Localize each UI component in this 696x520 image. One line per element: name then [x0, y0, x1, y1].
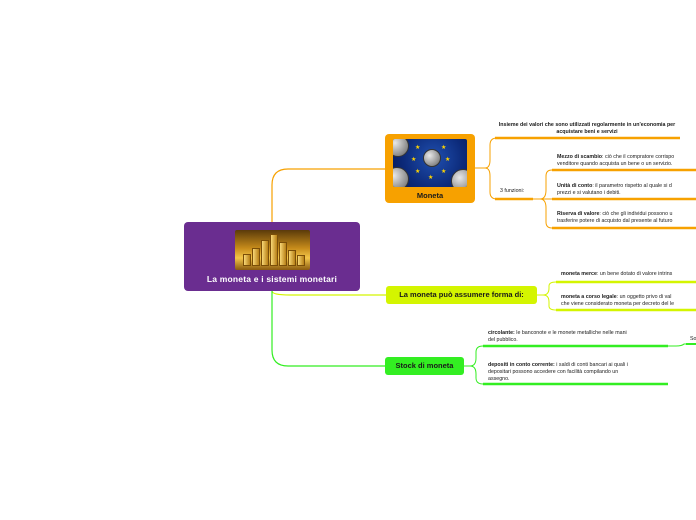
link-moneta-functions [484, 167, 498, 200]
link-root-stock [271, 291, 385, 367]
link-root-forma [271, 290, 386, 296]
stock-item-1-line2: del pubblico. [488, 337, 518, 343]
stock-circolante[interactable]: circolante: le banconote e le monete met… [488, 330, 668, 344]
forma-moneta-corso-legale[interactable]: moneta a corso legale: un oggetto privo … [561, 294, 696, 308]
function-3-line2: trasferire potere di acquisto dal presen… [557, 218, 673, 224]
forma-item-1-line1: : un bene dotato di valore intrins [596, 271, 673, 277]
stock-item-1-line1: le banconote e le monete metalliche nell… [514, 330, 627, 336]
link-root-moneta [271, 168, 385, 222]
stock-overflow-node[interactable]: So [690, 336, 696, 343]
topic-stock-label: Stock di moneta [395, 361, 454, 370]
stock-item-2-line2: depositari possono accedere con facilità… [488, 369, 619, 375]
function-1-line1: : ciò che il compratore corrispo [602, 154, 675, 160]
gold-coins-image [235, 230, 310, 270]
link-function-1 [533, 169, 553, 200]
stock-item-2-line3: assegno. [488, 376, 510, 382]
moneta-definition-text: Insieme dei valori che sono utilizzati r… [498, 122, 676, 135]
forma-item-2-term: moneta a corso legale [561, 294, 617, 300]
function-3-term: Riserva di valore [557, 211, 600, 217]
function-riserva-di-valore[interactable]: Riserva di valore: ciò che gli individui… [557, 211, 696, 225]
topic-stock[interactable]: Stock di moneta [385, 357, 464, 375]
stock-item-1-term: circolante: [488, 330, 515, 336]
function-unita-di-conto[interactable]: Unità di conto: il parametro rispetto al… [557, 183, 696, 197]
euro-flag-coin-image: ★ ★ ★ ★ ★ ★ ★ [393, 139, 467, 187]
functions-label-text: 3 funzioni: [500, 188, 525, 194]
link-function-3 [539, 198, 553, 229]
link-moneta-definition [475, 137, 498, 169]
link-stock-item-1 [464, 345, 484, 367]
root-title: La moneta e i sistemi monetari [206, 274, 338, 284]
stock-item-2-term: depositi in conto corrente: [488, 362, 555, 368]
forma-item-2-line1: : un oggetto privo di val [616, 294, 672, 300]
function-1-term: Mezzo di scambio [557, 154, 603, 160]
topic-forma[interactable]: La moneta può assumere forma di: [386, 286, 537, 304]
function-3-line1: : ciò che gli individui possono u [599, 211, 673, 217]
root-topic[interactable]: La moneta e i sistemi monetari [184, 222, 360, 291]
topic-forma-label: La moneta può assumere forma di: [399, 290, 524, 299]
function-2-line1: : il parametro rispetto al quale si d [592, 183, 672, 189]
topic-moneta-label: Moneta [416, 191, 444, 200]
link-stock-overflow [668, 343, 688, 347]
forma-moneta-merce[interactable]: moneta merce: un bene dotato di valore i… [561, 271, 696, 278]
stock-overflow-text: So [690, 336, 696, 342]
function-2-term: Unità di conto [557, 183, 593, 189]
moneta-functions-label[interactable]: 3 funzioni: [500, 188, 524, 195]
moneta-definition[interactable]: Insieme dei valori che sono utilizzati r… [497, 122, 677, 136]
topic-moneta[interactable]: ★ ★ ★ ★ ★ ★ ★ Moneta [385, 134, 475, 203]
link-stock-item-2 [469, 365, 484, 385]
stock-depositi[interactable]: depositi in conto corrente: i saldi di c… [488, 362, 668, 383]
forma-item-1-term: moneta merce [561, 271, 597, 277]
link-forma-item-2 [542, 294, 557, 311]
forma-item-2-line2: che viene considerato moneta per decreto… [561, 301, 675, 307]
function-mezzo-di-scambio[interactable]: Mezzo di scambio: ciò che il compratore … [557, 154, 696, 168]
function-1-line2: venditore quando acquista un bene o un s… [557, 161, 673, 167]
link-forma-item-1 [537, 281, 557, 296]
stock-item-2-line1: i saldi di conti bancari ai quali i [554, 362, 628, 368]
function-2-line2: prezzi e si valutano i debiti. [557, 190, 621, 196]
